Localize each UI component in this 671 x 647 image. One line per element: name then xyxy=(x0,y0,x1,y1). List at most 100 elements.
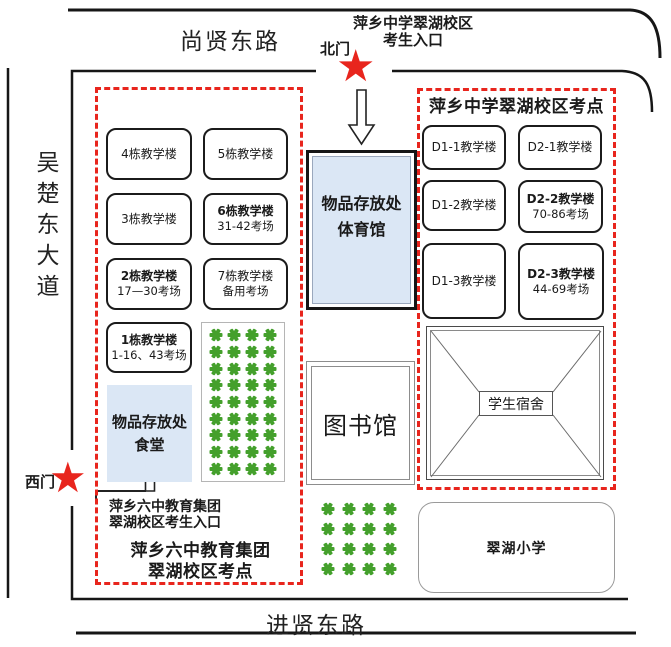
tree-icon xyxy=(208,377,225,393)
tree-icon xyxy=(208,361,225,377)
tree-icon xyxy=(226,394,243,410)
building-d2-1-label: D2-1教学楼 xyxy=(527,140,593,155)
road-label-top: 尚贤东路 xyxy=(180,29,280,55)
building-d1-2: D1-2教学楼 xyxy=(422,180,506,231)
gym-storage-line1: 物品存放处 xyxy=(321,194,402,214)
tree-icon xyxy=(262,327,279,343)
building-d1-1: D1-1教学楼 xyxy=(422,125,506,170)
north-entrance-line2: 考生入口 xyxy=(382,31,443,50)
tree-icon xyxy=(244,427,261,443)
building-3: 3栋教学楼 xyxy=(106,193,192,245)
tree-icon xyxy=(244,444,261,460)
building-d2-1: D2-1教学楼 xyxy=(518,125,602,170)
gym-storage-block: 物品存放处 体育馆 xyxy=(306,150,417,310)
campus-boundary-top-right xyxy=(392,69,654,113)
tree-icon xyxy=(320,501,337,517)
tree-icon xyxy=(226,377,243,393)
tree-icon xyxy=(226,427,243,443)
left-site-title-line1: 萍乡六中教育集团 xyxy=(130,541,271,561)
dormitory-block: 学生宿舍 xyxy=(426,326,604,480)
canteen-storage-block: 物品存放处 食堂 xyxy=(107,385,192,482)
right-exam-site-boundary xyxy=(417,88,616,490)
left-site-title: 萍乡六中教育集团 翠湖校区考点 xyxy=(113,541,288,584)
building-d2-3-label: D2-3教学楼 xyxy=(527,266,595,281)
building-d1-1-label: D1-1教学楼 xyxy=(431,140,497,155)
dormitory-label: 学生宿舍 xyxy=(479,391,553,416)
west-entrance-line1: 萍乡六中教育集团 xyxy=(109,499,221,515)
canteen-storage-line2: 食堂 xyxy=(134,435,165,454)
dormitory-diagonals xyxy=(430,330,602,478)
north-entrance-line1: 萍乡中学翠湖校区 xyxy=(352,14,473,32)
canteen-storage-line1: 物品存放处 xyxy=(111,413,187,431)
building-1: 1栋教学楼 1-16、43考场 xyxy=(106,322,192,373)
tree-icon xyxy=(226,411,243,427)
north-entrance-note: 萍乡中学翠湖校区 考生入口 xyxy=(340,14,486,50)
tree-icon xyxy=(226,344,243,360)
building-d1-3: D1-3教学楼 xyxy=(422,243,506,319)
building-d2-3-rooms: 44-69考场 xyxy=(532,281,590,296)
tree-icon xyxy=(226,327,243,343)
tree-icon xyxy=(208,327,225,343)
tree-icon xyxy=(361,501,378,517)
building-1-rooms: 1-16、43考场 xyxy=(111,347,187,362)
tree-icon xyxy=(262,444,279,460)
tree-icon xyxy=(381,521,398,537)
building-1-label: 1栋教学楼 xyxy=(120,332,178,347)
tree-icon xyxy=(340,501,357,517)
tree-icon xyxy=(262,461,279,477)
tree-icon xyxy=(361,521,378,537)
tree-icon xyxy=(381,541,398,557)
road-label-bottom: 进贤东路 xyxy=(266,613,366,639)
tree-icon xyxy=(381,501,398,517)
building-7-rooms: 备用考场 xyxy=(222,284,269,299)
library-label: 图书馆 xyxy=(323,411,398,440)
tree-icon xyxy=(226,361,243,377)
campus-boundary-left-top xyxy=(70,69,316,450)
tree-icon xyxy=(262,411,279,427)
building-2-rooms: 17—30考场 xyxy=(117,284,181,299)
north-gate-star-icon: ★ xyxy=(336,41,376,92)
building-d2-2-label: D2-2教学楼 xyxy=(526,191,595,206)
west-gate-label: 西门 xyxy=(25,473,56,491)
tree-icon xyxy=(244,394,261,410)
tree-icon xyxy=(208,461,225,477)
building-5-label: 5栋教学楼 xyxy=(217,146,274,161)
west-gate-star-icon: ★ xyxy=(49,453,87,502)
tree-icon xyxy=(340,541,357,557)
tree-icon xyxy=(208,444,225,460)
tree-icon xyxy=(262,377,279,393)
tree-icon xyxy=(208,427,225,443)
tree-icon xyxy=(361,561,378,577)
building-d2-3: D2-3教学楼 44-69考场 xyxy=(518,243,604,320)
building-2: 2栋教学楼 17—30考场 xyxy=(106,258,192,310)
right-site-title: 萍乡中学翠湖校区考点 xyxy=(429,97,604,117)
building-6-label: 6栋教学楼 xyxy=(217,204,274,219)
gym-storage-line2: 体育馆 xyxy=(337,220,386,239)
tree-icon xyxy=(208,411,225,427)
building-d2-2-rooms: 70-86考场 xyxy=(532,206,589,221)
tree-icon xyxy=(262,394,279,410)
building-3-label: 3栋教学楼 xyxy=(121,211,177,226)
building-2-label: 2栋教学楼 xyxy=(120,269,178,284)
tree-icon xyxy=(381,561,398,577)
gym-storage-inner: 物品存放处 体育馆 xyxy=(312,156,411,304)
tree-icon xyxy=(208,344,225,360)
building-d1-3-label: D1-3教学楼 xyxy=(431,273,497,288)
building-4-label: 4栋教学楼 xyxy=(121,146,177,161)
building-7-label: 7栋教学楼 xyxy=(217,269,274,284)
left-site-title-line2: 翠湖校区考点 xyxy=(148,562,253,583)
left-exam-site-boundary xyxy=(95,87,303,585)
tree-icon xyxy=(320,561,337,577)
tree-icon xyxy=(340,561,357,577)
tree-icon xyxy=(244,344,261,360)
tree-icon xyxy=(361,541,378,557)
tree-icon xyxy=(208,394,225,410)
primary-school-label: 翠湖小学 xyxy=(486,540,547,557)
road-label-left: 吴楚东大道 xyxy=(32,150,58,305)
tree-icon xyxy=(244,461,261,477)
tree-icon xyxy=(244,361,261,377)
tree-icon xyxy=(226,444,243,460)
tree-icon xyxy=(320,521,337,537)
